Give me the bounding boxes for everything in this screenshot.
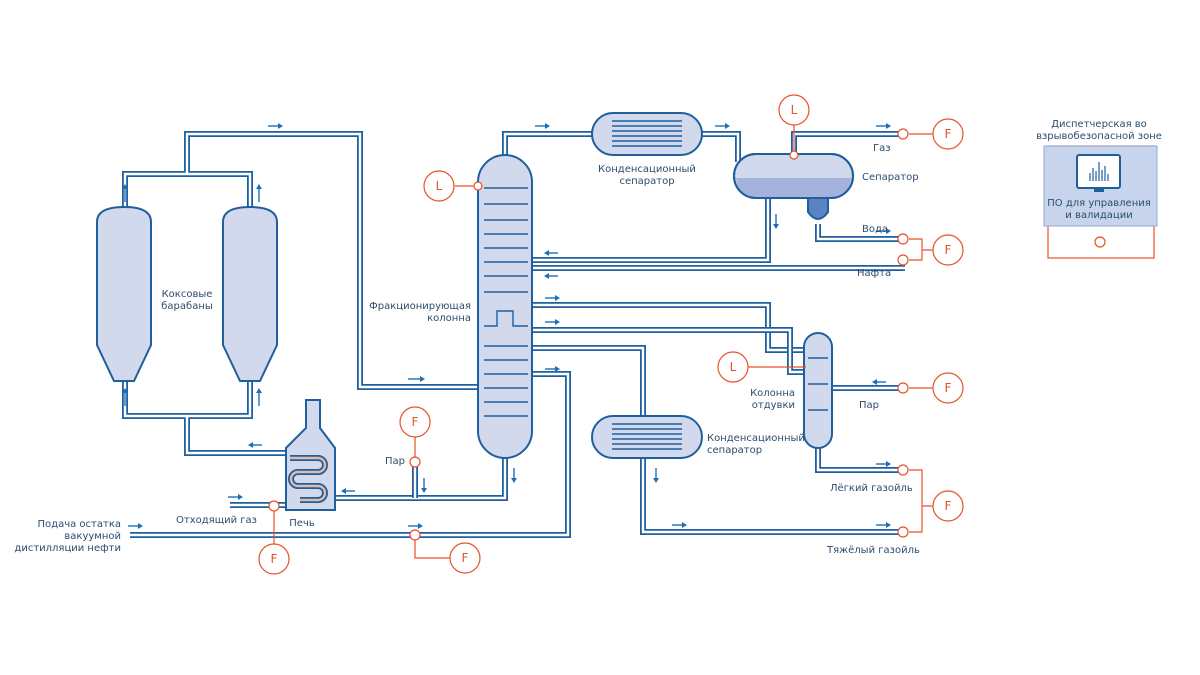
control-software-label: и валидации (1065, 210, 1132, 221)
flow-arrows (122, 123, 891, 529)
condenser-top-label: сепаратор (619, 176, 674, 187)
level-indicator-fractionator (423, 170, 455, 202)
flow-indicator-label: F (271, 552, 278, 566)
fractionator-column (477, 154, 533, 459)
flue-gas-label: Отходящий газ (176, 515, 257, 526)
coke-drum-left (96, 205, 152, 382)
steam-furnace-label: Пар (385, 456, 405, 467)
flow-indicator-label: F (945, 381, 952, 395)
condenser-bottom-label: сепаратор (707, 445, 762, 456)
condenser-top (591, 112, 703, 156)
level-indicator-stripper (717, 351, 749, 383)
stripper-label: отдувки (752, 400, 795, 411)
flow-indicator-flue-gas (258, 543, 290, 575)
separator-drum (733, 153, 854, 220)
flow-indicator-steam-furnace (399, 406, 431, 438)
fractionator-label: колонна (427, 313, 471, 324)
fractionator-label: Фракционирующая (369, 301, 471, 312)
water-label: Вода (862, 224, 888, 235)
instrumentation: L L F F L F F F (258, 94, 964, 575)
coke-drums-label: Коксовые (162, 289, 213, 300)
condenser-top-label: Конденсационный (598, 164, 696, 175)
control-room-terminal (1094, 236, 1106, 248)
gas-label: Газ (873, 143, 891, 154)
flow-indicator-water-naphtha (932, 234, 964, 266)
naphtha-label: Нафта (857, 268, 891, 279)
flow-indicator-gas-oils (932, 490, 964, 522)
level-indicator-label: L (730, 360, 737, 374)
coke-drums-label: барабаны (161, 301, 213, 312)
flow-indicator-gas (932, 118, 964, 150)
condenser-bottom (591, 415, 703, 459)
coke-drum-right (222, 205, 278, 382)
flow-indicator-feed (449, 542, 481, 574)
flow-indicator-label: F (462, 551, 469, 565)
flow-indicator-label: F (945, 127, 952, 141)
level-indicator-label: L (436, 179, 443, 193)
flow-indicator-label: F (412, 415, 419, 429)
flow-indicator-steam-stripper (932, 372, 964, 404)
flow-indicator-label: F (945, 243, 952, 257)
control-room: Диспетчерская во взрывобезопасной зоне П… (1036, 119, 1162, 259)
control-room-title: взрывобезопасной зоне (1036, 131, 1162, 142)
stripper-label: Колонна (750, 388, 795, 399)
flow-indicator-label: F (945, 499, 952, 513)
control-software-label: ПО для управления (1047, 198, 1151, 209)
condenser-bottom-label: Конденсационный (707, 433, 805, 444)
feed-label: вакуумной (64, 531, 121, 542)
feed-label: Подача остатка (38, 519, 121, 530)
feed-label: дистилляции нефти (14, 543, 121, 554)
level-indicator-separator (778, 94, 810, 126)
separator-label: Сепаратор (862, 172, 919, 183)
heavy-gas-oil-label: Тяжёлый газойль (826, 545, 920, 556)
stripper-column (803, 332, 833, 449)
furnace (285, 399, 336, 511)
furnace-label: Печь (289, 518, 315, 529)
light-gas-oil-label: Лёгкий газойль (830, 483, 913, 494)
steam-stripper-label: Пар (859, 400, 879, 411)
level-indicator-label: L (791, 103, 798, 117)
labels: Коксовые барабаны Фракционирующая колонн… (14, 143, 920, 556)
monitor-icon (1076, 154, 1121, 192)
control-room-title: Диспетчерская во (1051, 119, 1147, 130)
